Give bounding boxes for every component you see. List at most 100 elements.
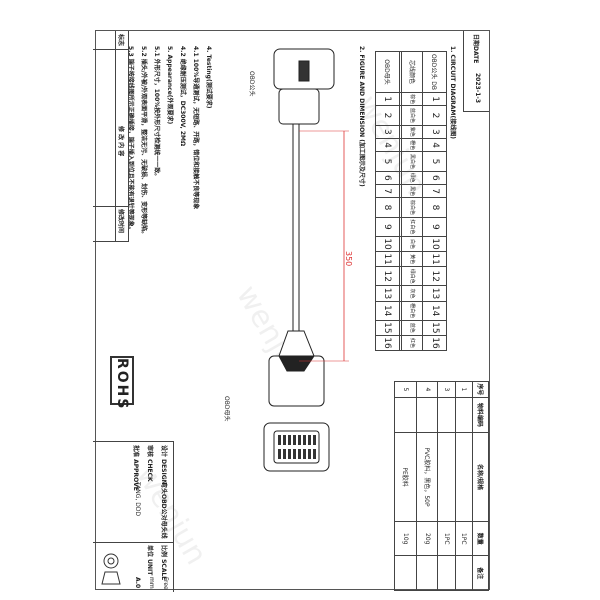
bom-cell: 10g	[394, 521, 417, 556]
empty-cell	[399, 184, 402, 198]
note-line: 5. Appearance(外观要求)	[166, 46, 173, 125]
bom-cell: PE胶料	[394, 432, 417, 522]
wire-color: 棕色	[401, 92, 423, 106]
revision-time: 修改时间	[117, 209, 124, 234]
pin-number: 11	[422, 251, 447, 267]
wire-color: 黑白色	[401, 151, 423, 172]
pin-socket	[293, 435, 296, 445]
pin-number: 14	[375, 301, 400, 321]
pin-number: 8	[422, 197, 447, 218]
length-label: 350	[344, 251, 353, 267]
pin-socket	[313, 435, 316, 445]
pin-socket	[313, 449, 316, 459]
figure-title: 2. FIGURE AND DIMENSION (加工图示及尺寸)	[358, 46, 365, 187]
pin-socket	[283, 449, 286, 459]
note-line: 4. Testing(测试要求)	[205, 46, 212, 109]
empty-cell	[399, 197, 402, 218]
pin-number: 9	[422, 217, 447, 237]
pin-number: 16	[422, 335, 447, 351]
date-value: 2023-1-3	[474, 73, 481, 104]
wire-color: 橙色	[401, 138, 423, 152]
pin-number: 4	[375, 138, 400, 152]
empty-cell	[399, 335, 402, 351]
pin-number: 5	[375, 151, 400, 172]
pin-number: 2	[375, 105, 400, 126]
bom-cell	[455, 555, 473, 591]
row-label: OBD公头 DB	[422, 51, 447, 93]
empty-cell	[399, 236, 402, 252]
wire-color: 白色	[401, 236, 423, 252]
bom-header-cell: 物料编码	[472, 397, 489, 433]
bom-cell	[455, 397, 473, 433]
wire-color: 灰色	[401, 285, 423, 301]
note-line: 5.1 外形尺寸，100%按外形尺寸检测统一一致。	[153, 46, 160, 180]
row-label: 芯线颜色	[401, 51, 423, 93]
bom-cell: 1	[455, 381, 473, 398]
scale-label: 比例 SCALE	[160, 545, 167, 581]
unit-label: 单位 UNIT	[146, 545, 153, 576]
pin-socket	[278, 435, 281, 445]
wire-color: 蓝色	[401, 320, 423, 336]
bom-header: 序号物料编码名称/规格数量备注	[472, 381, 489, 591]
empty-cell	[399, 125, 402, 139]
bom-cell	[416, 555, 438, 591]
note-line: 4.1 100%导通测试，无短路、开路，错位和接触不良等现象	[192, 46, 199, 210]
pin-socket	[288, 435, 291, 445]
pin-number: 6	[422, 171, 447, 185]
bom-cell	[455, 432, 473, 522]
bom-cell	[437, 432, 456, 522]
pin-socket	[293, 449, 296, 459]
pin-number: 10	[375, 236, 400, 252]
bom-cell: 3	[437, 381, 456, 398]
empty-cell	[399, 301, 402, 321]
pin-number: 9	[375, 217, 400, 237]
empty-cell	[399, 320, 402, 336]
rohs-logo: ROHS	[110, 356, 134, 410]
pin-socket	[303, 449, 306, 459]
pin-number: 1	[422, 92, 447, 106]
circuit-title: 1. CIRCUIT DIAGRAM(接线图)	[449, 46, 456, 139]
bom-cell: PVC胶料，黑色，50P	[416, 432, 438, 522]
bom-cell: 1PC	[455, 521, 473, 556]
pin-number: 12	[422, 266, 447, 286]
pin-number: 11	[375, 251, 400, 267]
pin-number: 10	[422, 236, 447, 252]
row-label	[399, 51, 402, 93]
pin-socket	[298, 435, 301, 445]
wire-color: 黄色	[401, 251, 423, 267]
bom-cell	[437, 397, 456, 433]
bom-cell: 5	[394, 381, 417, 398]
empty-cell	[399, 217, 402, 237]
drawn-by: TANG, DDD	[134, 482, 141, 517]
cable-drawing	[263, 48, 349, 472]
pin-number: 15	[422, 320, 447, 336]
pin-number: 12	[375, 266, 400, 286]
pin-row: 芯线颜色棕色蓝白色紫色橙色黑白色绿色黑色棕白色红白色白色黄色绿白色灰色橙白色蓝色…	[401, 51, 423, 351]
obd-male-connector	[273, 48, 335, 125]
revision-content: 修 改 内 容	[117, 126, 124, 157]
wire-color: 紫色	[401, 125, 423, 139]
note-line: 4.2 绝缘耐压测试，DC300V, 2MΩ	[179, 46, 186, 147]
obd-female-connector	[268, 330, 325, 407]
pin-number: 1	[375, 92, 400, 106]
pin-socket	[288, 449, 291, 459]
pin-number: 13	[422, 285, 447, 301]
pin-number: 2	[422, 105, 447, 126]
pin-socket	[303, 435, 306, 445]
bom-cell: 4	[416, 381, 438, 398]
empty-cell	[399, 251, 402, 267]
empty-cell	[399, 285, 402, 301]
pin-number: 13	[375, 285, 400, 301]
scale-value: Free	[162, 577, 169, 590]
note-line: 5.2 插头/外被/外观表面平滑，整洁无污、无破损、划伤、变形等缺陷。	[140, 46, 147, 238]
design-label: 设计 DESIGN	[160, 445, 167, 485]
female-label: OBD母头	[223, 396, 230, 422]
pin-row	[399, 51, 402, 351]
notes: 4. Testing(测试要求) 4.1 100%导通测试，无短路、开路，错位和接…	[123, 46, 214, 237]
